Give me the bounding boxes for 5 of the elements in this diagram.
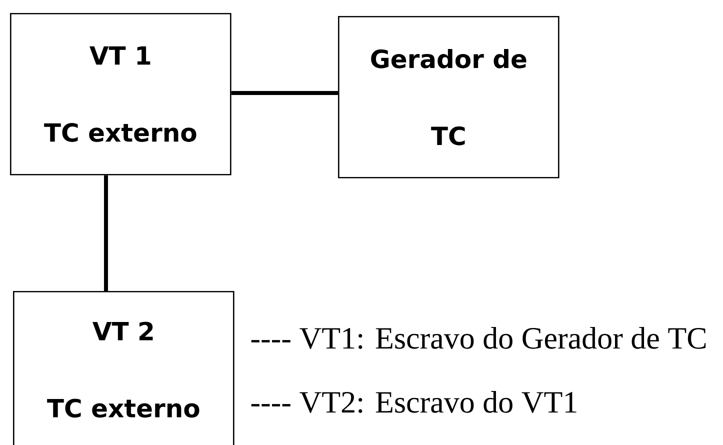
process-box: VT 1 TC externo (10, 13, 232, 176)
connector-line (104, 175, 108, 291)
process-box: Gerador de TC (338, 16, 560, 178)
connector-line (231, 91, 338, 95)
process-box: VT 2 TC externo (13, 291, 234, 445)
